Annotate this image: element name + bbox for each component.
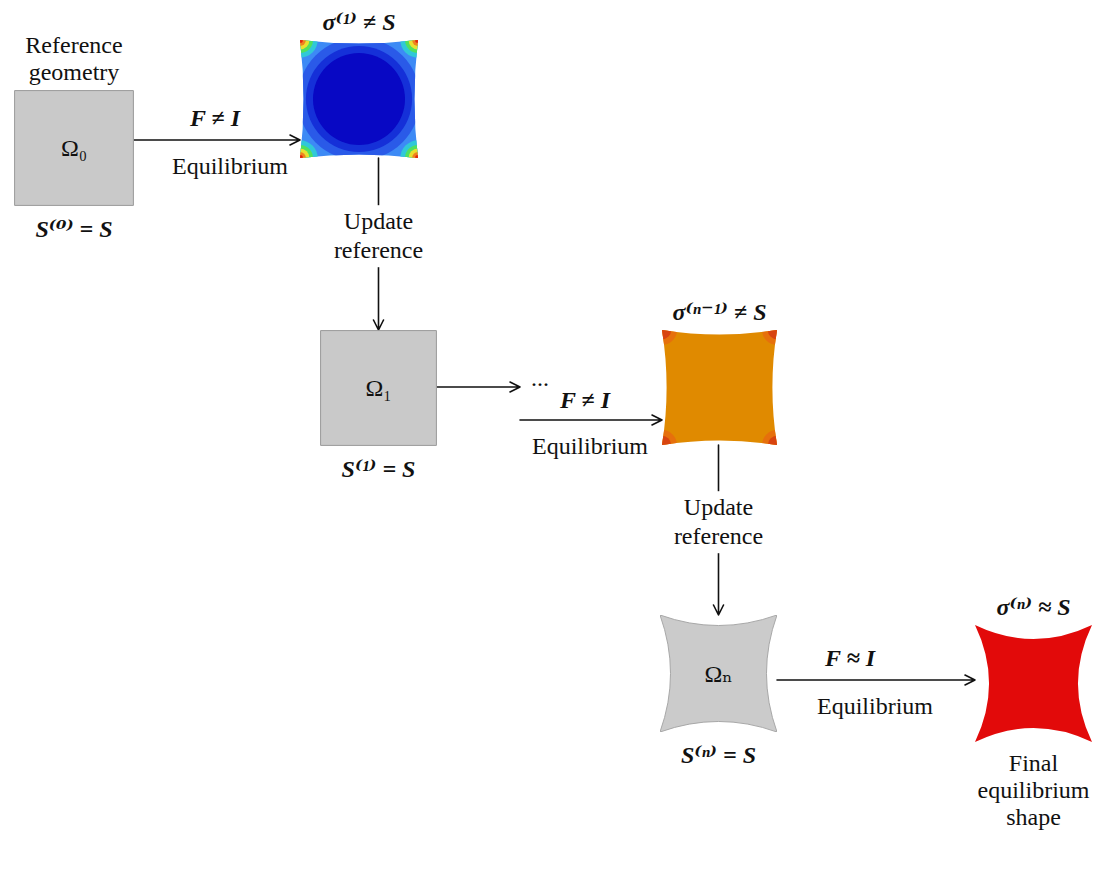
node-name: Ωₙ xyxy=(704,660,732,688)
node-note: S⁽ⁿ⁾ = S xyxy=(681,740,756,769)
node-note: Final equilibrium shape xyxy=(966,750,1101,831)
arrow-connector xyxy=(777,675,975,685)
node-name: Ω₀ xyxy=(61,135,87,162)
node-heading: σ⁽ⁿ⁻¹⁾ ≠ S xyxy=(673,297,767,326)
stress-contour-orange xyxy=(662,330,777,445)
step-label: Equilibrium xyxy=(817,692,933,721)
arrow-connector xyxy=(134,135,300,145)
gray-box xyxy=(321,331,437,446)
node-shape: σ⁽¹⁾ ≠ S xyxy=(300,40,418,158)
edge-label: Update reference xyxy=(315,205,443,267)
gray-concave-shape xyxy=(660,615,777,732)
step-label: Equilibrium xyxy=(172,152,288,181)
red-final-shape xyxy=(975,625,1092,742)
edge-label: F ≈ I xyxy=(825,644,875,673)
gray-box xyxy=(15,91,134,206)
shape-outline xyxy=(662,330,777,445)
step-label: Equilibrium xyxy=(532,432,648,461)
arrow-connector xyxy=(437,382,662,425)
node-name: Ω₁ xyxy=(365,375,391,402)
node-heading: Reference geometry xyxy=(9,32,139,86)
node-shape: σ⁽ⁿ⁾ ≈ SFinal equilibrium shape xyxy=(975,625,1092,742)
node-note: S⁽⁰⁾ = S xyxy=(35,214,112,243)
node-heading: σ⁽¹⁾ ≠ S xyxy=(323,7,396,36)
node-shape: Reference geometryΩ₀S⁽⁰⁾ = S xyxy=(14,90,134,206)
edge-label: Update reference xyxy=(655,491,783,553)
edge-label: F ≠ I xyxy=(190,104,240,133)
node-shape: ΩₙS⁽ⁿ⁾ = S xyxy=(660,615,777,732)
node-shape: σ⁽ⁿ⁻¹⁾ ≠ S xyxy=(662,330,777,445)
edge-label: F ≠ I xyxy=(560,386,610,415)
node-heading: σ⁽ⁿ⁾ ≈ S xyxy=(996,592,1070,621)
node-shape: Ω₁S⁽¹⁾ = S xyxy=(320,330,437,446)
shape-outline xyxy=(300,40,418,158)
stress-contour-blue xyxy=(300,40,418,158)
shape-outline xyxy=(975,625,1092,742)
node-note: S⁽¹⁾ = S xyxy=(342,454,416,483)
ellipsis-mark: ... xyxy=(531,364,549,393)
